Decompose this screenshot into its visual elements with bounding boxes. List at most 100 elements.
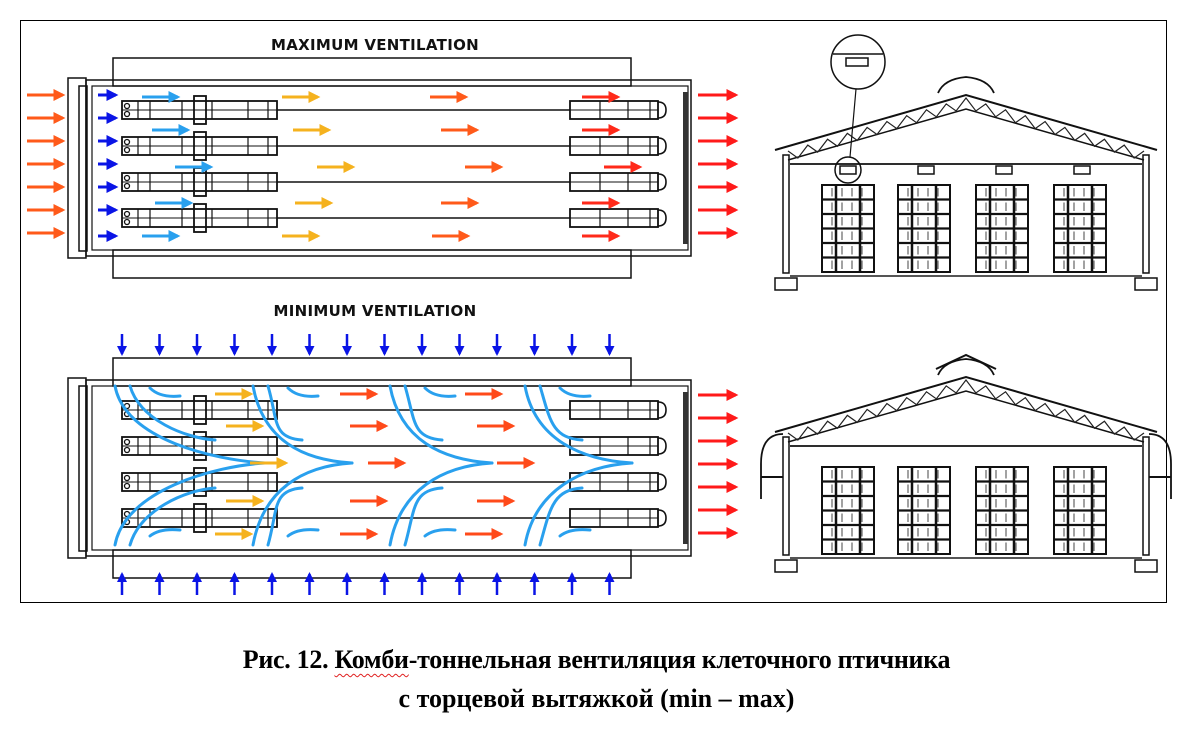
footing-right xyxy=(1134,559,1158,573)
truss-web xyxy=(787,379,1145,441)
airflow-curve xyxy=(538,486,584,547)
cage-drive-unit xyxy=(193,203,207,233)
footing-left xyxy=(774,559,798,573)
airflow-curve xyxy=(423,386,457,398)
truss-web xyxy=(787,97,1145,159)
min-ventilation-title: MINIMUM VENTILATION xyxy=(274,302,477,320)
side-inlet-strip-bottom xyxy=(112,549,632,579)
cage-end-cap xyxy=(657,401,667,419)
end-wall xyxy=(67,377,87,559)
cage-feeder-wheel xyxy=(123,446,131,454)
cage-drive-unit xyxy=(193,95,207,125)
truss-bottom-chord xyxy=(787,108,1145,161)
side-inlet-strip-top xyxy=(112,57,632,87)
caption-line-1-rest: -тоннельная вентиляция клеточного птични… xyxy=(408,645,951,674)
side-inlet-hood-left xyxy=(760,433,784,499)
airflow-curve xyxy=(286,386,320,398)
airflow-curve xyxy=(523,461,634,547)
airflow-curve xyxy=(251,384,354,465)
ridge-vent xyxy=(937,358,995,376)
detail-inlet xyxy=(845,57,869,67)
cage-feeder-wheel xyxy=(123,482,131,490)
inlet-panel xyxy=(78,85,88,252)
cage-end-cap xyxy=(657,209,667,227)
cage-row xyxy=(121,395,667,425)
roof-line xyxy=(774,93,1158,151)
airflow-curve xyxy=(113,461,267,547)
airflow-curve xyxy=(403,486,444,547)
cage-feeder-wheel xyxy=(123,182,131,190)
exhaust-fan-wall xyxy=(683,92,688,244)
figure-caption-line-2: с торцевой вытяжкой (min – max) xyxy=(398,684,795,713)
side-inlet-strip-top xyxy=(112,357,632,387)
cage-row xyxy=(121,95,667,125)
house-outline xyxy=(85,79,692,257)
airflow-curve xyxy=(388,384,494,465)
wall-column-right xyxy=(1142,436,1150,556)
cage-feeder-wheel xyxy=(123,210,131,218)
airflow-curve xyxy=(128,486,217,547)
cage-end-cap xyxy=(657,473,667,491)
ceiling-inlet xyxy=(995,165,1013,175)
cage-end-cap xyxy=(657,437,667,455)
airflow-curve xyxy=(523,384,634,465)
cage-row xyxy=(121,167,667,197)
cage-end-cap xyxy=(657,509,667,527)
wall-column-left xyxy=(782,154,790,274)
airflow-curve xyxy=(538,384,584,442)
airflow-curve xyxy=(388,461,494,547)
ridge-vent-cap xyxy=(935,353,997,370)
cage-drive-unit xyxy=(193,503,207,533)
cage-feeder-wheel xyxy=(123,138,131,146)
roof-line xyxy=(774,375,1158,433)
cage-feeder-wheel xyxy=(123,474,131,482)
airflow-curve xyxy=(266,486,304,547)
cage-battery xyxy=(897,184,951,273)
cage-row xyxy=(121,467,667,497)
ceiling-inlet xyxy=(917,165,935,175)
cage-feeder-wheel xyxy=(123,110,131,118)
cage-drive-unit xyxy=(193,131,207,161)
max-ventilation-title: MAXIMUM VENTILATION xyxy=(271,36,479,54)
cage-drive-unit xyxy=(193,467,207,497)
airflow-curve xyxy=(266,384,304,442)
cage-feeder-wheel xyxy=(123,102,131,110)
airflow-curve xyxy=(423,528,457,538)
cage-row xyxy=(121,431,667,461)
cage-battery xyxy=(1053,184,1107,273)
side-inlet-hood-right xyxy=(1148,433,1172,499)
airflow-curve xyxy=(403,384,444,442)
airflow-curve xyxy=(286,528,320,538)
cage-drive-unit xyxy=(193,395,207,425)
ceiling-inlet xyxy=(1073,165,1091,175)
cage-battery xyxy=(975,466,1029,555)
airflow-curve xyxy=(128,384,217,442)
cage-row xyxy=(121,131,667,161)
cage-feeder-wheel xyxy=(123,174,131,182)
figure-caption-line-1: Рис. 12. Комби-тоннельная вентиляция кле… xyxy=(0,645,1193,675)
exhaust-fan-wall xyxy=(683,392,688,544)
footing-left xyxy=(774,277,798,291)
caption-prefix: Рис. 12. xyxy=(242,645,335,674)
cage-battery xyxy=(975,184,1029,273)
airflow-curve xyxy=(251,461,354,547)
footing-right xyxy=(1134,277,1158,291)
min-ventilation-plan xyxy=(67,334,739,595)
detail-leader-line xyxy=(849,88,857,158)
airflow-curve xyxy=(558,528,592,538)
airflow-curve xyxy=(148,528,182,538)
airflow-curve xyxy=(113,384,267,465)
cage-drive-unit xyxy=(193,431,207,461)
cage-row xyxy=(121,203,667,233)
cage-feeder-wheel xyxy=(123,438,131,446)
wall-column-left xyxy=(782,436,790,556)
cage-end-cap xyxy=(657,101,667,119)
cage-feeder-wheel xyxy=(123,218,131,226)
airflow-curve xyxy=(558,386,592,398)
ridge-vent xyxy=(937,76,995,94)
cage-end-cap xyxy=(657,137,667,155)
caption-spellcheck-word: Комби xyxy=(334,645,409,674)
cage-battery xyxy=(897,466,951,555)
cross-section-min xyxy=(760,353,1172,573)
cage-battery xyxy=(821,184,875,273)
